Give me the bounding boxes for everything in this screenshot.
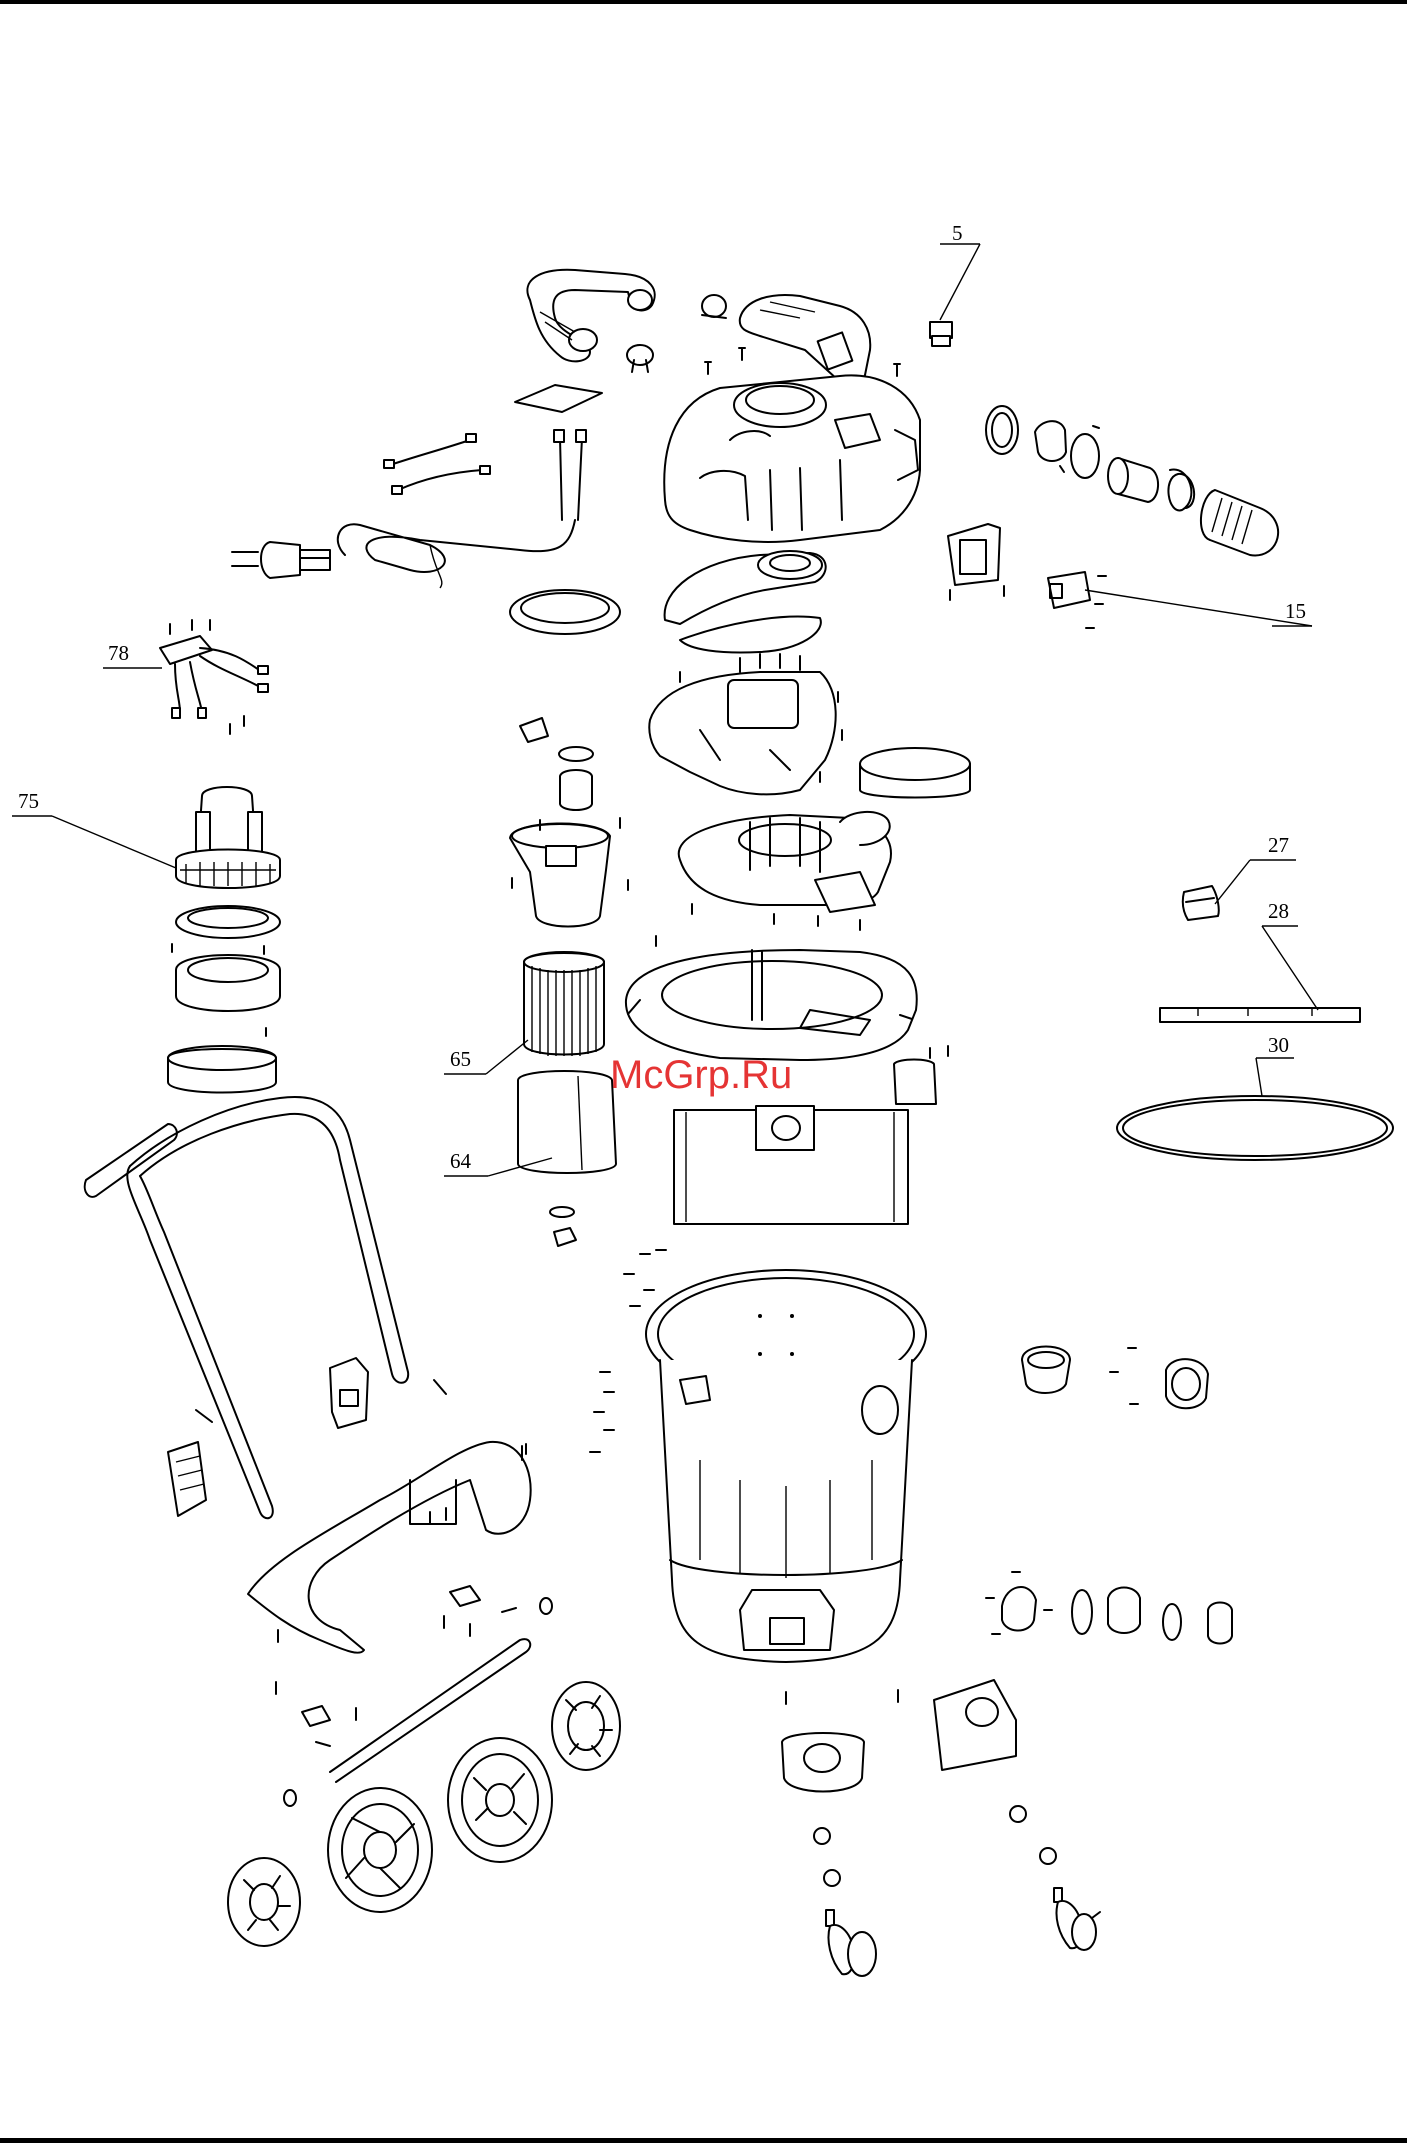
drain-port-lower: [986, 1572, 1232, 1644]
wheel-left-rear: [448, 1738, 552, 1862]
dust-bag: [674, 1106, 908, 1224]
caster-wheel-left: [814, 1828, 876, 1976]
switch-cover: [740, 295, 871, 385]
wheel-left-front: [328, 1788, 432, 1912]
impeller-plate: [679, 812, 891, 930]
fan-housing: [510, 818, 628, 927]
part-5-switch: [930, 244, 980, 346]
top-rule: [0, 0, 1407, 4]
callout-64: 64: [450, 1149, 472, 1173]
wire-leads: [384, 430, 586, 520]
caster-mount-left: [782, 1690, 898, 1792]
bag-latch: [894, 1048, 936, 1104]
air-baffle: [665, 551, 826, 653]
hubcap-right: [552, 1682, 620, 1770]
caster-mount-right: [934, 1680, 1016, 1770]
callout-78: 78: [108, 641, 129, 665]
motor-cover: [664, 375, 920, 542]
exhaust-vent: [948, 524, 1004, 600]
callout-27: 27: [1268, 833, 1289, 857]
motor-housing: [649, 654, 842, 794]
motor-rings: [168, 906, 280, 1093]
callout-65: 65: [450, 1047, 471, 1071]
part-30-band: [1117, 1058, 1393, 1160]
part-78-board: [103, 620, 268, 734]
hose-port-assembly: [986, 406, 1278, 555]
hubcap-left: [228, 1858, 300, 1946]
bushing-parts: [520, 718, 593, 810]
seal-sheet: [515, 385, 602, 412]
callout-75: 75: [18, 789, 39, 813]
gasket-ring-right: [860, 748, 970, 798]
wheel-frame: [248, 1442, 531, 1653]
caster-wheel-right: [1010, 1806, 1100, 1950]
power-cord-plug: [232, 520, 575, 588]
callout-5: 5: [952, 221, 963, 245]
callout-28: 28: [1268, 899, 1289, 923]
part-15-clip: [1048, 572, 1312, 628]
callout-30: 30: [1268, 1033, 1289, 1057]
filter-ring: [510, 590, 620, 634]
callout-15: 15: [1285, 599, 1306, 623]
bottom-rule: [0, 2138, 1407, 2143]
tank-lid: [626, 936, 948, 1060]
tank-drum: [646, 1270, 926, 1662]
part-28-strip: [1160, 926, 1360, 1022]
watermark: McGrp.Ru: [610, 1053, 792, 1097]
part-75-motor: [12, 787, 280, 888]
small-clips: [550, 1207, 576, 1246]
handle-bar: [85, 1097, 408, 1518]
drain-port-upper: [1022, 1347, 1208, 1409]
